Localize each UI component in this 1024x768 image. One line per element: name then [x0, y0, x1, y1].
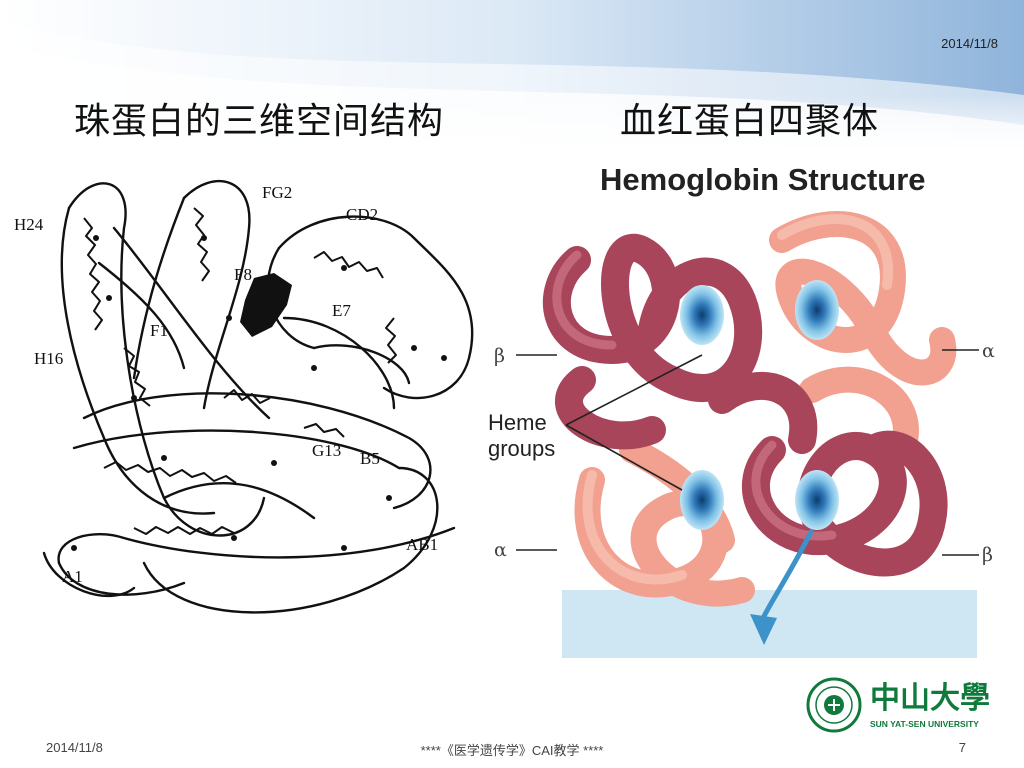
label-fg2: FG2: [262, 183, 292, 202]
title-globin-3d-structure: 珠蛋白的三维空间结构: [74, 101, 445, 142]
heme-label-line2: groups: [488, 436, 555, 461]
alpha-top-label: α: [982, 340, 995, 362]
header-date: 2014/11/8: [941, 36, 998, 51]
beta-top-label: β: [494, 345, 505, 367]
label-h16: H16: [34, 349, 63, 368]
label-g13: G13: [312, 441, 341, 460]
footer-course-title: ****《医学遗传学》CAI教学 ****: [420, 743, 604, 758]
beta-bottom-label: β: [982, 544, 993, 566]
globin-structure-figure: FG2 CD2 H24 F8 E7 F1 H16 G13 B5 AB1 A1: [14, 180, 474, 614]
label-f8: F8: [234, 265, 252, 284]
label-e7: E7: [332, 301, 351, 320]
hemoglobin-title: Hemoglobin Structure: [600, 162, 926, 197]
logo-chinese-name: 中山大學: [870, 681, 990, 716]
label-b5: B5: [360, 449, 380, 468]
title-hemoglobin-tetramer: 血红蛋白四聚体: [620, 101, 880, 142]
label-ab1: AB1: [406, 535, 438, 554]
alpha-bottom-label: α: [494, 539, 507, 561]
university-logo: 中山大學 SUN YAT-SEN UNIVERSITY: [806, 677, 990, 733]
label-cd2: CD2: [346, 205, 378, 224]
label-h24: H24: [14, 215, 44, 234]
label-a1: A1: [62, 567, 83, 586]
hemoglobin-structure-figure: Hemoglobin Structure: [488, 162, 995, 658]
label-f1: F1: [150, 321, 168, 340]
logo-english-name: SUN YAT-SEN UNIVERSITY: [870, 719, 979, 729]
footer-date: 2014/11/8: [46, 740, 103, 755]
header-background: [0, 0, 1024, 150]
heme-label-line1: Heme: [488, 410, 547, 435]
footer-page-number: 7: [958, 740, 966, 755]
